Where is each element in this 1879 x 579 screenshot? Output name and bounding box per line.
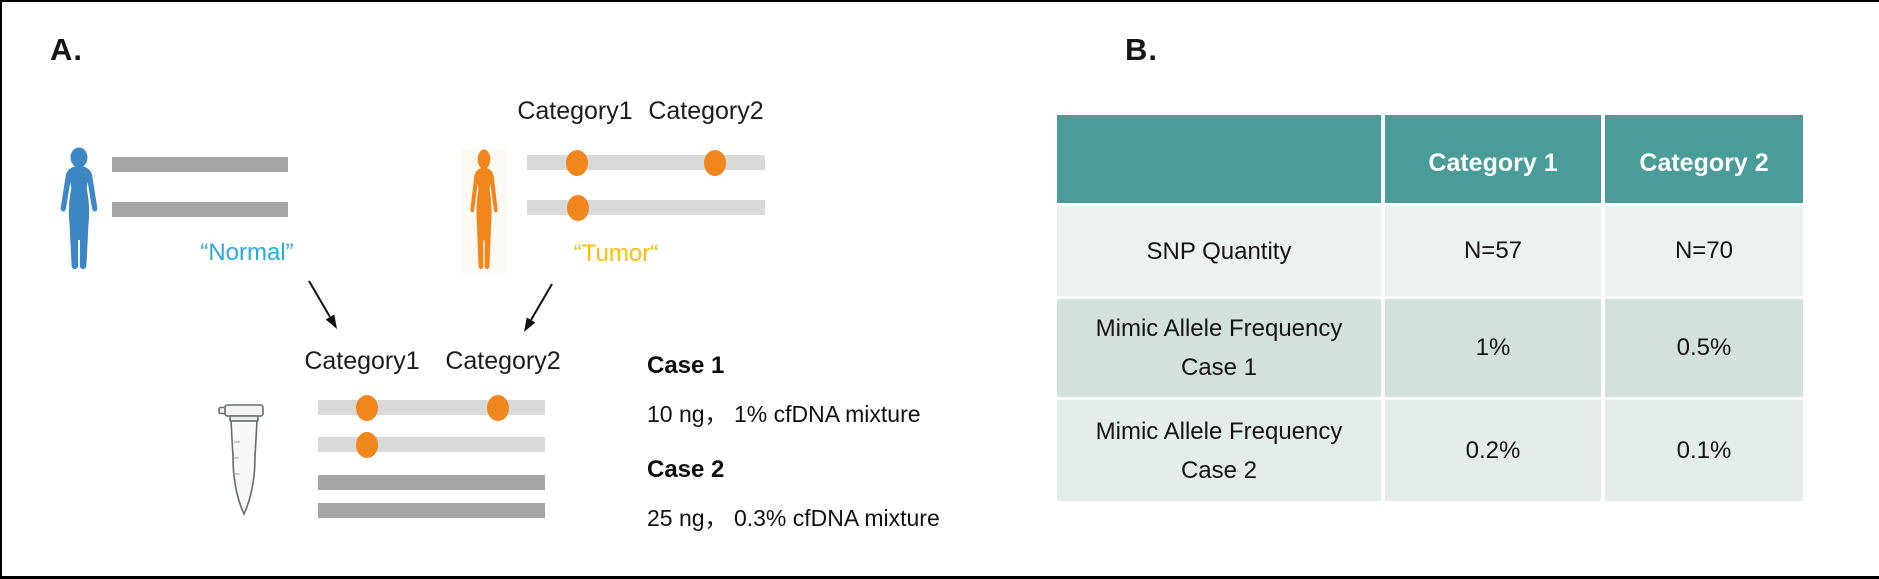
table-header-cell-category1: Category 1 [1385, 115, 1601, 203]
mixture-normal-strand-2 [318, 503, 545, 518]
normal-dna-strand-1 [112, 157, 288, 172]
case1-title: Case 1 [647, 352, 725, 379]
mixture-tumor-strand-2 [318, 437, 545, 452]
table-row-label: Mimic Allele Frequency Case 1 [1057, 299, 1381, 397]
donor-category1-label: Category1 [517, 97, 633, 125]
tumor-dna-strand-1 [527, 155, 765, 170]
cell-value: 0.2% [1465, 436, 1521, 464]
tumor-person-icon [461, 149, 507, 273]
arrow-down-right-icon [308, 280, 337, 329]
case2-title: Case 2 [647, 456, 725, 483]
table-row-label: Mimic Allele Frequency Case 2 [1057, 400, 1381, 501]
frame-border-top [0, 0, 1879, 2]
table-cell: 0.1% [1605, 400, 1803, 501]
normal-dna-strand-2 [112, 202, 288, 217]
donor-category2-label: Category2 [648, 97, 764, 125]
panel-b-label: B. [1125, 32, 1158, 67]
table-cell: 1% [1385, 299, 1601, 397]
table-header-cell-category2: Category 2 [1605, 115, 1803, 203]
cell-value: 1% [1475, 334, 1511, 361]
cell-value: N=70 [1674, 237, 1734, 264]
table-cell: N=57 [1385, 206, 1601, 296]
table-row-label: SNP Quantity [1057, 206, 1381, 296]
row-label-line1: Mimic Allele Frequency [1095, 417, 1343, 445]
mixture-category1-label: Category1 [304, 347, 420, 375]
cell-value: N=57 [1463, 237, 1523, 264]
case1-desc: 10 ng， 1% cfDNA mixture [647, 401, 921, 427]
case2-desc: 25 ng， 0.3% cfDNA mixture [647, 505, 940, 531]
panel-a-label: A. [50, 32, 83, 67]
mimic-frequency-table: Category 1 Category 2 SNP Quantity N=57 … [1057, 115, 1803, 501]
snp-dot-icon [704, 150, 726, 176]
table-cell: 0.2% [1385, 400, 1601, 501]
frame-border-left [0, 0, 2, 579]
normal-person-icon [60, 147, 98, 270]
table-cell: 0.5% [1605, 299, 1803, 397]
snp-dot-icon [566, 150, 588, 176]
tube-icon [218, 404, 264, 516]
row-label-line1: Mimic Allele Frequency [1095, 315, 1343, 342]
mixture-category2-label: Category2 [445, 347, 561, 375]
arrow-down-left-icon [524, 283, 553, 332]
row-label-line1: SNP Quantity [1146, 237, 1292, 265]
table-header-cell-blank [1057, 115, 1381, 203]
snp-dot-icon [567, 195, 589, 221]
mixture-tumor-strand-1 [318, 400, 545, 415]
frame-border-bottom [0, 576, 1879, 579]
row-label-line2: Case 2 [1180, 456, 1258, 484]
snp-dot-icon [356, 395, 378, 421]
cell-value: 0.1% [1676, 436, 1732, 464]
normal-label: “Normal” [200, 239, 294, 266]
mixture-normal-strand-1 [318, 475, 545, 490]
tumor-dna-strand-2 [527, 200, 765, 215]
table-cell: N=70 [1605, 206, 1803, 296]
row-label-line2: Case 1 [1180, 354, 1258, 381]
snp-dot-icon [356, 432, 378, 458]
snp-dot-icon [487, 395, 509, 421]
tumor-label: “Tumor“ [573, 240, 659, 267]
cell-value: 0.5% [1676, 334, 1732, 361]
